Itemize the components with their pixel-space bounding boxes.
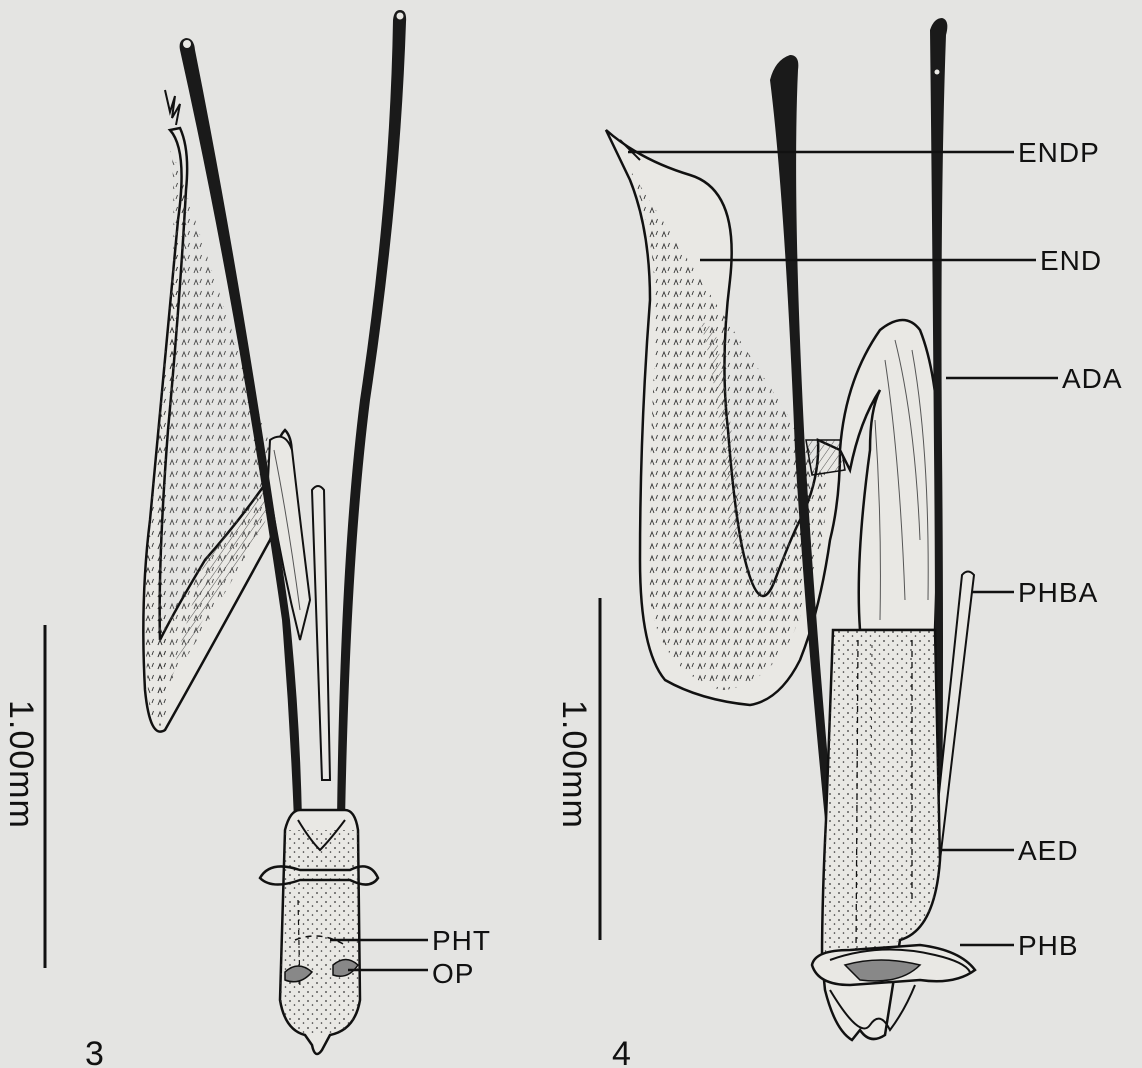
fig4-label-phb: PHB [1018,930,1079,961]
fig4-number: 4 [612,1035,631,1068]
fig3-number: 3 [85,1035,104,1068]
fig3-phallobase-rod [312,486,330,780]
fig3-label-pht: PHT [432,925,491,956]
fig3-apodeme-right [337,10,406,820]
fig4-label-aed: AED [1018,835,1079,866]
fig4-aedeagus [840,320,940,630]
figure-4: ENDP END ADA PHBA AED PHB 1.00mm 4 [555,18,1123,1068]
figure-3: PHT OP 1.00mm 3 [2,10,491,1068]
fig4-scale-text: 1.00mm [555,700,593,829]
fig4-label-endp: ENDP [1018,137,1100,168]
fig4-label-phba: PHBA [1018,577,1098,608]
fig3-label-op: OP [432,958,474,989]
fig4-label-ada: ADA [1062,363,1123,394]
fig4-label-end: END [1040,245,1102,276]
fig3-scale-text: 1.00mm [2,700,40,829]
